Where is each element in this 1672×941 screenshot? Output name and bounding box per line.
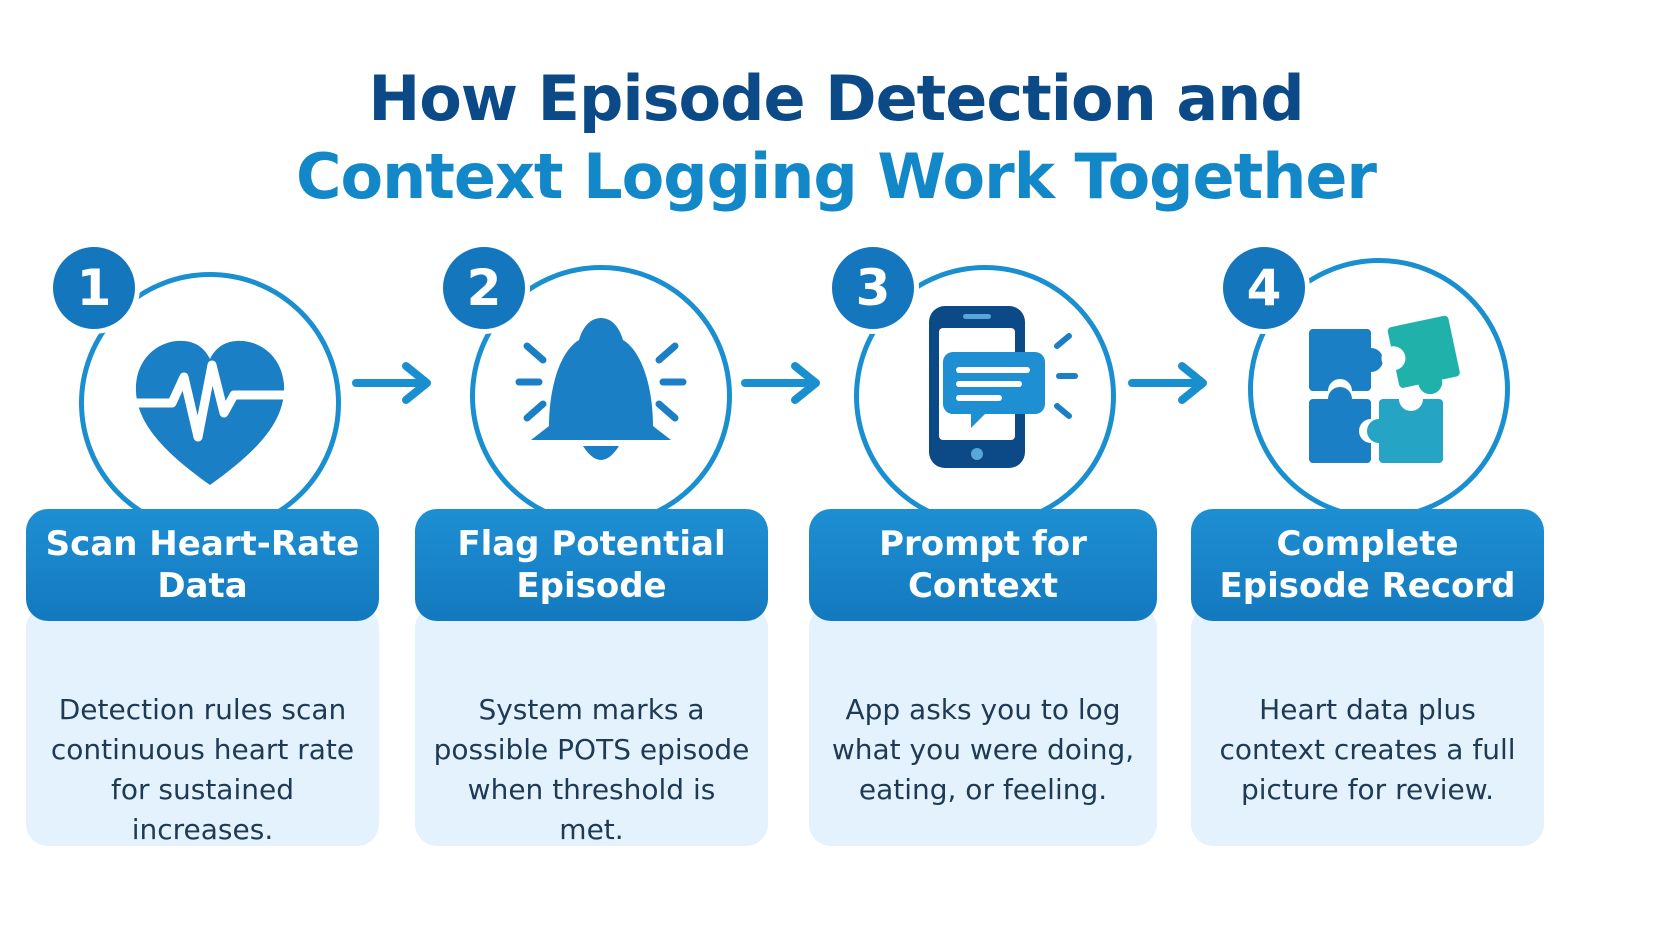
heart-pulse-icon <box>117 340 303 485</box>
bell-icon <box>515 318 687 460</box>
step-4-heading: Complete Episode Record <box>1191 509 1544 621</box>
step-3-description: App asks you to log what you were doing,… <box>809 606 1157 846</box>
arrow-right-icon <box>741 362 820 404</box>
step-2-circle <box>470 265 732 527</box>
step-2-badge: 2 <box>438 242 530 334</box>
arrow-right-icon <box>1128 362 1207 404</box>
step-3-heading: Prompt for Context <box>809 509 1157 621</box>
step-1-heading: Scan Heart-Rate Data <box>26 509 379 621</box>
step-1-badge: 1 <box>48 242 140 334</box>
step-4-circle <box>1248 258 1510 520</box>
step-2-description: System marks a possible POTS episode whe… <box>415 606 768 846</box>
step-4-description: Heart data plus context creates a full p… <box>1191 606 1544 846</box>
step-1-circle <box>79 272 341 534</box>
phone-message-icon <box>929 306 1078 468</box>
step-3-circle <box>854 265 1116 527</box>
step-2-heading: Flag Potential Episode <box>415 509 768 621</box>
title-line-1: How Episode Detection and <box>368 62 1304 135</box>
title-line-2: Context Logging Work Together <box>295 140 1377 213</box>
arrow-right-icon <box>352 362 431 404</box>
step-4-badge: 4 <box>1218 242 1310 334</box>
step-3-badge: 3 <box>827 242 919 334</box>
step-1-description: Detection rules scan continuous heart ra… <box>26 606 379 846</box>
puzzle-icon <box>1309 315 1460 463</box>
